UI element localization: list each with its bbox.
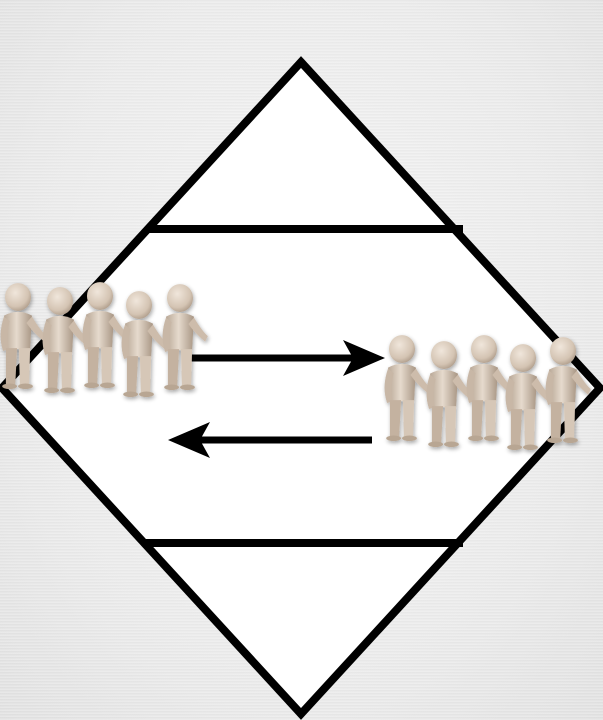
arrow-left-icon — [168, 422, 372, 458]
person-figure-icon — [162, 284, 208, 391]
person-figure-icon — [82, 282, 128, 389]
person-figure-icon — [42, 287, 88, 394]
person-figure-icon — [384, 335, 430, 442]
arrow-right-icon — [190, 340, 385, 376]
person-figure-icon — [0, 283, 46, 390]
person-figure-icon — [545, 337, 591, 444]
left-people-group-icon — [0, 282, 208, 398]
person-figure-icon — [121, 291, 167, 398]
right-people-group-icon — [384, 335, 591, 451]
